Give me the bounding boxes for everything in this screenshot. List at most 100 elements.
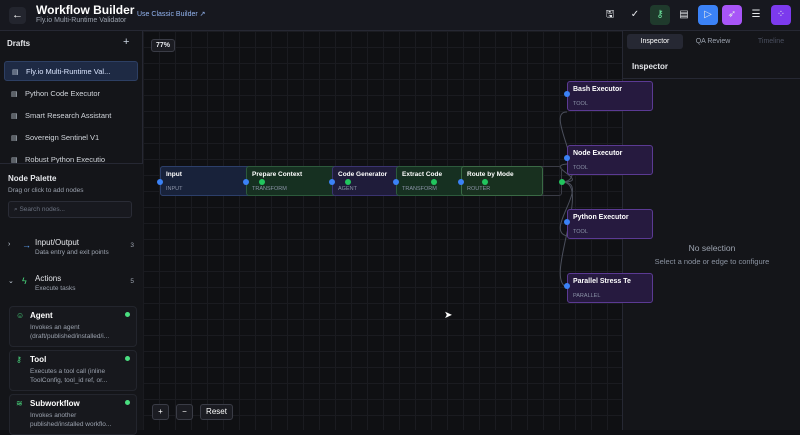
- header: ← Workflow Builder Fly.io Multi-Runtime …: [0, 0, 800, 31]
- palette-title: Node Palette: [8, 174, 57, 183]
- zoom-out-button[interactable]: −: [176, 404, 193, 420]
- node-title: Python Executor: [573, 214, 629, 221]
- empty-desc: Select a node or edge to configure: [654, 257, 770, 266]
- draft-item[interactable]: ▤ Smart Research Assistant: [4, 106, 138, 126]
- port-handle[interactable]: [345, 179, 351, 185]
- port-handle[interactable]: [564, 91, 570, 97]
- node-title: Bash Executor: [573, 86, 623, 93]
- empty-title: No selection: [688, 243, 736, 253]
- port-handle[interactable]: [564, 219, 570, 225]
- port-handle[interactable]: [157, 179, 163, 185]
- document-icon: ▤: [11, 113, 18, 120]
- back-button[interactable]: ←: [9, 7, 26, 24]
- node-kind: AGENT: [338, 186, 357, 192]
- port-handle[interactable]: [393, 179, 399, 185]
- tab-timeline[interactable]: Timeline: [757, 38, 785, 45]
- check-circle-icon[interactable]: ✓: [630, 9, 640, 20]
- draft-item[interactable]: ▤Sovereign Sentinel V1: [4, 128, 138, 148]
- list-icon[interactable]: ☰: [751, 9, 761, 20]
- document-icon: ▤: [11, 157, 18, 164]
- node-title: Prepare Context: [252, 171, 303, 178]
- port-handle[interactable]: [564, 283, 570, 289]
- item-name: Agent: [30, 311, 53, 320]
- divider: [623, 78, 800, 79]
- draft-item[interactable]: ▤ Python Code Executor: [4, 84, 138, 104]
- node-title: Code Generator: [338, 171, 388, 178]
- category-desc: Execute tasks: [35, 285, 76, 292]
- document-icon[interactable]: ▤: [679, 9, 689, 20]
- node-title: Input: [166, 171, 182, 178]
- status-dot: [125, 356, 130, 361]
- sidebar: Drafts + ▤Fly.io Multi-Runtime Val... ▤P…: [0, 31, 143, 435]
- key-icon[interactable]: ⚷: [650, 5, 670, 25]
- node-kind: TRANSFORM: [252, 186, 287, 192]
- search-icon: ⌕: [14, 206, 20, 213]
- workflow-name: Fly.io Multi-Runtime Validator: [36, 17, 127, 24]
- user-icon: ☺: [16, 311, 25, 320]
- port-handle[interactable]: [259, 179, 265, 185]
- port-handle[interactable]: [243, 179, 249, 185]
- node-kind: INPUT: [166, 186, 183, 192]
- nodes-icon[interactable]: ⁘: [771, 5, 791, 25]
- node-kind: TOOL: [573, 229, 588, 235]
- inspector-title: Inspector: [632, 62, 669, 71]
- node-kind: TOOL: [573, 165, 588, 171]
- draft-label: Python Code Executor: [25, 89, 101, 98]
- document-icon: ▤: [11, 91, 18, 98]
- zoom-level: 77%: [151, 39, 176, 52]
- draft-item[interactable]: ▤ Fly.io Multi-Runtime Val...: [4, 61, 138, 81]
- status-dot: [125, 400, 130, 405]
- chevron-right-icon: ›: [8, 241, 11, 248]
- rocket-icon[interactable]: ➶: [722, 5, 742, 25]
- node-palette: Node Palette Drag or click to add nodes …: [0, 163, 143, 435]
- port-handle[interactable]: [564, 155, 570, 161]
- draft-label: Fly.io Multi-Runtime Val...: [26, 67, 111, 76]
- arrow-right-icon: →: [22, 240, 31, 250]
- node-kind: TOOL: [573, 101, 588, 107]
- document-icon: ▤: [11, 135, 18, 142]
- search-nodes-input[interactable]: ⌕ Search nodes...: [8, 201, 132, 218]
- search-placeholder: Search nodes...: [19, 206, 65, 213]
- item-desc: Executes a tool call (inline ToolConfig,…: [30, 368, 108, 384]
- palette-subtitle: Drag or click to add nodes: [8, 187, 84, 194]
- page-title: Workflow Builder: [36, 3, 135, 17]
- inspector-tabs: Inspector QA Review Timeline: [627, 34, 797, 49]
- port-handle[interactable]: [559, 179, 565, 185]
- port-handle[interactable]: [458, 179, 464, 185]
- port-handle[interactable]: [431, 179, 437, 185]
- draft-label: Robust Python Executio: [25, 155, 106, 164]
- edge: [559, 181, 573, 237]
- category-count: 3: [130, 242, 134, 249]
- use-classic-builder-link[interactable]: Use Classic Builder ↗: [137, 11, 206, 18]
- reset-button[interactable]: Reset: [200, 404, 233, 420]
- tab-qa-review[interactable]: QA Review: [695, 38, 731, 45]
- item-desc: Invokes another published/installed work…: [30, 412, 112, 428]
- layers-icon: ≋: [16, 399, 23, 408]
- tab-inspector[interactable]: Inspector: [627, 34, 683, 49]
- port-handle[interactable]: [329, 179, 335, 185]
- document-icon: ▤: [12, 69, 19, 76]
- status-dot: [125, 312, 130, 317]
- node-title: Route by Mode: [467, 171, 514, 178]
- add-draft-button[interactable]: +: [123, 36, 130, 48]
- port-handle[interactable]: [482, 179, 488, 185]
- item-name: Tool: [30, 355, 47, 364]
- save-icon[interactable]: 🖫: [605, 9, 615, 20]
- draft-label: Smart Research Assistant: [25, 111, 112, 120]
- zoom-in-button[interactable]: +: [152, 404, 169, 420]
- play-icon[interactable]: ▷: [698, 5, 718, 25]
- node-title: Extract Code: [402, 171, 443, 178]
- node-kind: ROUTER: [467, 186, 491, 192]
- draft-item[interactable]: ▤ Robust Python Executio: [4, 150, 138, 170]
